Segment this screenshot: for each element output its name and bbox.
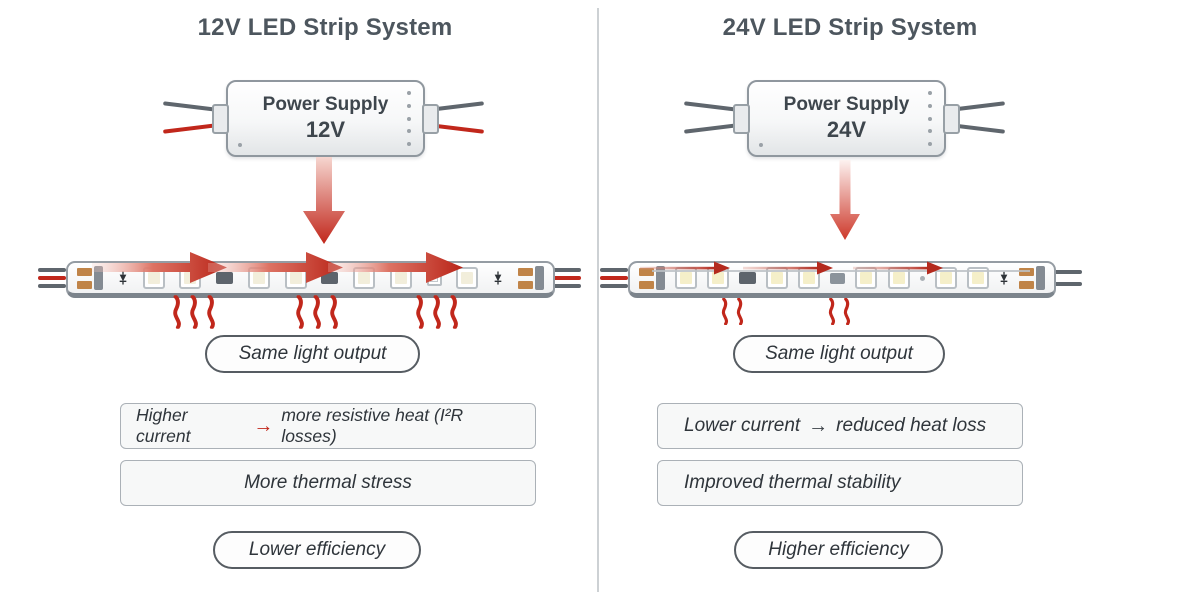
resistor-icon (830, 272, 846, 284)
wire (600, 268, 628, 272)
wire (38, 268, 66, 272)
led-icon (707, 267, 730, 289)
solder-pad-icon (639, 267, 654, 276)
same-light-output-badge: Same light output (205, 335, 420, 373)
same-light-output-badge: Same light output (733, 335, 945, 373)
strip-end-connector (517, 266, 544, 290)
psu-label: Power Supply 24V (749, 82, 944, 155)
led-icon (934, 267, 957, 289)
psu-label: Power Supply 12V (228, 82, 423, 155)
heat-squiggle-icon (719, 298, 745, 325)
badge-label: Higher efficiency (768, 539, 909, 560)
screw-dots (407, 91, 411, 146)
psu-terminal-right (422, 103, 439, 134)
solder-pad-icon (77, 267, 92, 276)
wire (600, 276, 628, 280)
wire (1054, 270, 1082, 274)
current-flow-arrow-icon (743, 260, 833, 276)
current-flow-arrow-icon (328, 252, 463, 283)
wire (38, 284, 66, 288)
solder-pad-icon (517, 280, 533, 289)
left-title: 12V LED Strip System (197, 14, 453, 41)
circuit-trace (652, 270, 1030, 272)
psu-terminal-left (212, 103, 229, 134)
psu-name: Power Supply (783, 93, 910, 115)
power-supply-24v: Power Supply 24V (733, 80, 960, 157)
led-strip-24v (628, 261, 1056, 298)
efficiency-badge: Higher efficiency (734, 531, 943, 569)
psu-voltage: 24V (826, 116, 867, 142)
heat-squiggle-icon (413, 295, 460, 329)
wire (1054, 282, 1082, 286)
solder-pad-icon (1018, 280, 1034, 289)
note-text-post: more resistive heat (I²R losses) (281, 405, 464, 446)
current-flow-arrow-icon (640, 260, 730, 276)
screw-dots (928, 91, 932, 146)
current-flow-arrow-icon (853, 260, 943, 276)
note-text: More thermal stress (244, 472, 412, 493)
thermal-note-box: More thermal stress (120, 460, 536, 506)
down-arrow-icon (300, 157, 348, 245)
wire (553, 284, 581, 288)
current-note-box: Lower current → reduced heat loss (657, 403, 1023, 449)
screw-dot (238, 143, 242, 147)
solder-pad-icon (639, 280, 654, 289)
solder-pad-icon (77, 280, 92, 289)
arrow-right-icon: → (808, 414, 829, 437)
arrow-right-icon: → (253, 414, 274, 437)
wire (553, 276, 581, 280)
power-supply-12v: Power Supply 12V (212, 80, 439, 157)
wire (600, 284, 628, 288)
current-flow-arrow-icon (92, 252, 227, 283)
heat-squiggle-icon (170, 295, 217, 329)
column-divider (597, 8, 599, 592)
note-text: Improved thermal stability (684, 472, 901, 493)
wire (553, 268, 581, 272)
solder-pad-icon (517, 267, 533, 276)
led-icon (142, 267, 165, 289)
down-arrow-icon (826, 160, 864, 240)
led-icon (456, 267, 479, 289)
right-title: 24V LED Strip System (722, 14, 978, 41)
efficiency-badge: Lower efficiency (213, 531, 421, 569)
connector-block-icon (656, 266, 665, 290)
note-text-post: reduced heat loss (836, 415, 987, 436)
led-icon (887, 267, 910, 289)
note-text-pre: Lower current (684, 415, 801, 436)
resistor-icon (321, 272, 339, 284)
psu-name: Power Supply (262, 93, 389, 115)
badge-label: Same light output (238, 343, 387, 364)
current-note-box: Higher current → more resistive heat (I²… (120, 403, 536, 449)
diode-symbol-icon (493, 271, 503, 285)
wire (38, 276, 66, 280)
connector-block-icon (1035, 266, 1045, 290)
heat-squiggle-icon (293, 295, 340, 329)
psu-terminal-left (733, 103, 750, 134)
strip-end-connector (639, 266, 665, 290)
strip-end-connector (77, 266, 103, 290)
connector-block-icon (94, 266, 103, 290)
badge-label: Same light output (765, 343, 913, 364)
diode-symbol-icon (999, 271, 1009, 285)
psu-voltage: 12V (305, 116, 346, 142)
resistor-icon (216, 272, 234, 284)
via-dot-icon (919, 275, 925, 281)
led-icon (966, 267, 989, 289)
current-flow-arrow-icon (208, 252, 343, 283)
thermal-note-box: Improved thermal stability (657, 460, 1023, 506)
psu-terminal-right (943, 103, 960, 134)
screw-dot (759, 143, 763, 147)
resistor-icon (739, 272, 757, 284)
heat-squiggle-icon (826, 298, 852, 325)
note-text-pre: Higher current (136, 405, 191, 446)
led-icon (798, 267, 821, 289)
connector-block-icon (534, 266, 544, 290)
badge-label: Lower efficiency (248, 539, 386, 560)
